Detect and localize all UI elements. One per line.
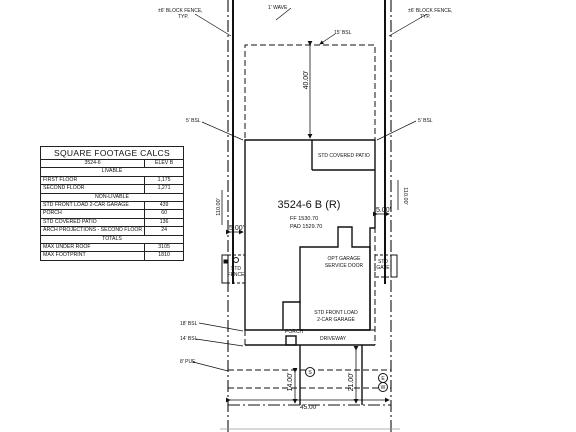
wave-callout: 1' WAVE bbox=[268, 5, 288, 11]
block-fence-right-callout: ±6' BLOCK FENCE,TYP. bbox=[408, 8, 453, 20]
porch-label: PORCH bbox=[285, 329, 303, 335]
building-footprint bbox=[244, 139, 376, 331]
covered-patio-label: STD COVERED PATIO bbox=[318, 153, 370, 159]
plan-name: 3524-6 bbox=[39, 158, 146, 169]
block-fence-left-callout: ±6' BLOCK FENCE,TYP. bbox=[158, 8, 203, 20]
bsl-18-callout: 18' BSL bbox=[180, 321, 198, 327]
front-21-dim: 21.00' bbox=[348, 373, 355, 392]
lot-depth-right-dim: 110.00' bbox=[402, 187, 408, 204]
meter-icon bbox=[233, 257, 239, 263]
water-icon bbox=[378, 382, 388, 392]
side-setback-right-dim: 5.00' bbox=[376, 207, 391, 214]
ff-label: FF 1530.70 bbox=[290, 216, 318, 222]
bsl-5-right-callout: 5' BSL bbox=[418, 118, 433, 124]
pad-label: PAD 1529.70 bbox=[290, 224, 322, 230]
sewer-icon bbox=[305, 367, 315, 377]
nonlivable-header: NON-LIVABLE bbox=[40, 192, 184, 203]
bsl-15-callout: 15' BSL bbox=[334, 30, 352, 36]
livable-header: LIVABLE bbox=[40, 167, 184, 177]
bsl-14-callout: 14' BSL bbox=[180, 336, 198, 342]
garage-outline bbox=[299, 226, 371, 331]
bsl-5-left-callout: 5' BSL bbox=[186, 118, 201, 124]
elevation: ELEV B bbox=[144, 158, 184, 169]
lot-title: 3524-6 B (R) bbox=[278, 199, 341, 211]
electric-symbol-text: E bbox=[381, 376, 385, 382]
front-14-dim: 14.00' bbox=[287, 373, 294, 392]
driveway-label: DRIVEWAY bbox=[320, 336, 347, 342]
porch-outline bbox=[282, 301, 301, 330]
porch-step bbox=[285, 335, 297, 346]
lot-depth-left-dim: 110.00' bbox=[216, 198, 222, 215]
side-setback-left-dim: 5.00' bbox=[229, 225, 244, 232]
pue-8-callout: 8' PUE bbox=[180, 359, 196, 365]
sewer-symbol-text: S bbox=[308, 370, 312, 376]
water-symbol-text: W bbox=[381, 385, 386, 391]
totals-header: TOTALS bbox=[40, 234, 184, 245]
table-title: SQUARE FOOTAGE CALCS bbox=[40, 146, 184, 160]
rear-setback-dim: 40.00' bbox=[303, 71, 310, 90]
lot-width-dim: 45.00' bbox=[300, 404, 318, 411]
